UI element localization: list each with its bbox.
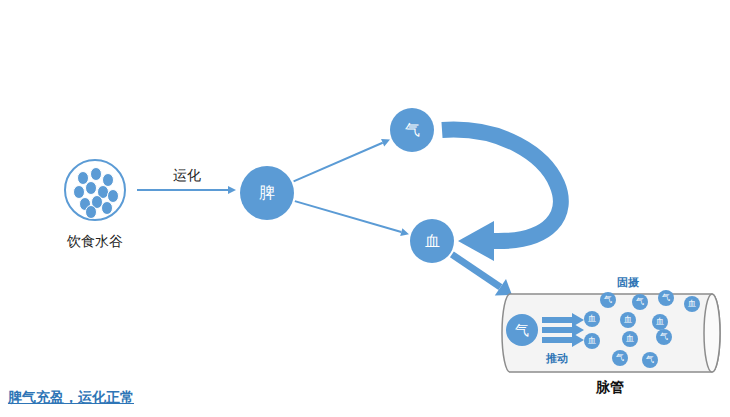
grain-dot — [78, 172, 89, 185]
connector — [137, 186, 236, 194]
push-arrow-shaft — [542, 327, 572, 333]
connector-line — [137, 189, 228, 191]
concept-circle: 血 — [684, 296, 700, 312]
grain-dot — [74, 186, 85, 199]
grain-circle: 饮食水谷 — [63, 158, 127, 222]
arrowhead — [228, 186, 236, 194]
grain-dot — [86, 206, 97, 219]
grain-dot — [108, 190, 119, 203]
concept-circle: 气 — [612, 350, 628, 366]
push-arrow-head — [572, 333, 584, 347]
concept-circle: 气 — [506, 314, 538, 346]
grain-illustration — [63, 158, 127, 222]
concept-circle: 血 — [584, 311, 600, 327]
vessel-end — [704, 294, 720, 372]
arrowhead — [495, 279, 512, 296]
connector — [294, 139, 390, 181]
grain-dot — [103, 174, 114, 187]
node-label: 气 — [515, 323, 529, 337]
node-label: 饮食水谷 — [67, 234, 123, 248]
push-arrow-shaft — [542, 317, 572, 323]
concept-circle: 气 — [642, 352, 658, 368]
node-label: 血 — [656, 318, 664, 326]
concept-circle: 气 — [656, 329, 672, 345]
node-label: 血 — [688, 300, 696, 308]
concept-circle: 气 — [390, 108, 434, 152]
arrowhead — [400, 228, 409, 236]
node-label: 血 — [588, 337, 596, 345]
annotation-label: 固摄 — [617, 277, 639, 288]
node-label: 气 — [636, 298, 644, 306]
concept-circle: 气 — [658, 290, 674, 306]
concept-circle: 血 — [622, 331, 638, 347]
grain-outline — [65, 160, 125, 220]
node-label: 气 — [405, 123, 420, 138]
grain-dot — [102, 202, 113, 215]
node-label: 脉管 — [596, 380, 624, 394]
concept-circle: 气 — [600, 292, 616, 308]
concept-circle: 血 — [584, 333, 600, 349]
curved-connector — [442, 130, 561, 261]
connector — [295, 201, 409, 236]
connector — [452, 254, 512, 295]
annotation-label: 推动 — [546, 353, 568, 364]
node-label: 脾 — [259, 185, 275, 201]
node-label: 血 — [588, 315, 596, 323]
arrowhead — [458, 221, 494, 261]
connector-line — [295, 201, 401, 232]
concept-circle: 脾 — [240, 166, 294, 220]
concept-circle: 血 — [410, 219, 454, 263]
node-label: 血 — [624, 316, 632, 324]
node-label: 血 — [626, 335, 634, 343]
node-label: 气 — [662, 294, 670, 302]
curved-band — [442, 130, 561, 241]
concept-circle: 血 — [620, 312, 636, 328]
node-label: 气 — [604, 296, 612, 304]
node-label: 气 — [660, 333, 668, 341]
vessel-tube: 脉管气气气气血血血血血血气气气 — [500, 292, 720, 374]
grain-dot — [86, 182, 97, 195]
arrowhead — [381, 139, 390, 146]
node-label: 气 — [646, 356, 654, 364]
connector-line — [452, 254, 501, 287]
edge-label: 运化 — [173, 168, 201, 182]
node-label: 血 — [425, 234, 440, 249]
connector-line — [294, 143, 383, 182]
node-label: 气 — [616, 354, 624, 362]
grain-dot — [91, 168, 102, 181]
concept-circle: 气 — [632, 294, 648, 310]
concept-circle: 血 — [652, 314, 668, 330]
push-arrow-shaft — [542, 337, 572, 343]
caption: 脾气充盈，运化正常 — [8, 390, 134, 404]
